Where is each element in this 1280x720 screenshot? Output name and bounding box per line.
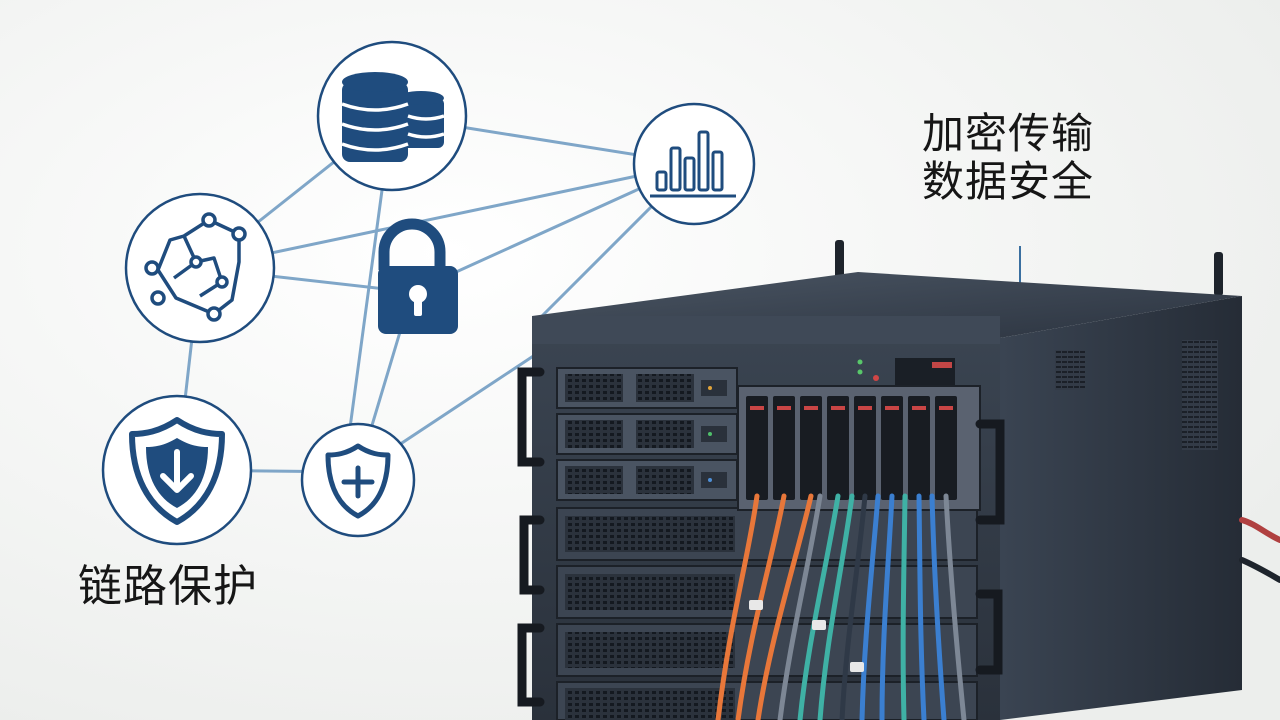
fiber-cables bbox=[715, 493, 1280, 720]
caption-data-security: 数据安全 bbox=[922, 157, 1095, 207]
database-icon bbox=[316, 40, 468, 192]
network-topology-icon bbox=[124, 192, 276, 344]
caption-encrypted-transmission: 加密传输 bbox=[922, 109, 1095, 158]
server-chassis bbox=[517, 240, 1242, 720]
cable-clips bbox=[749, 600, 864, 672]
shield-plus-icon bbox=[300, 422, 416, 538]
bar-chart-icon bbox=[632, 102, 756, 226]
padlock-icon bbox=[378, 218, 458, 334]
encryption-caption: 加密传输 数据安全 bbox=[922, 109, 1095, 207]
shield-download-icon bbox=[101, 394, 253, 546]
caption-link-protection: 链路保护 bbox=[78, 561, 258, 612]
